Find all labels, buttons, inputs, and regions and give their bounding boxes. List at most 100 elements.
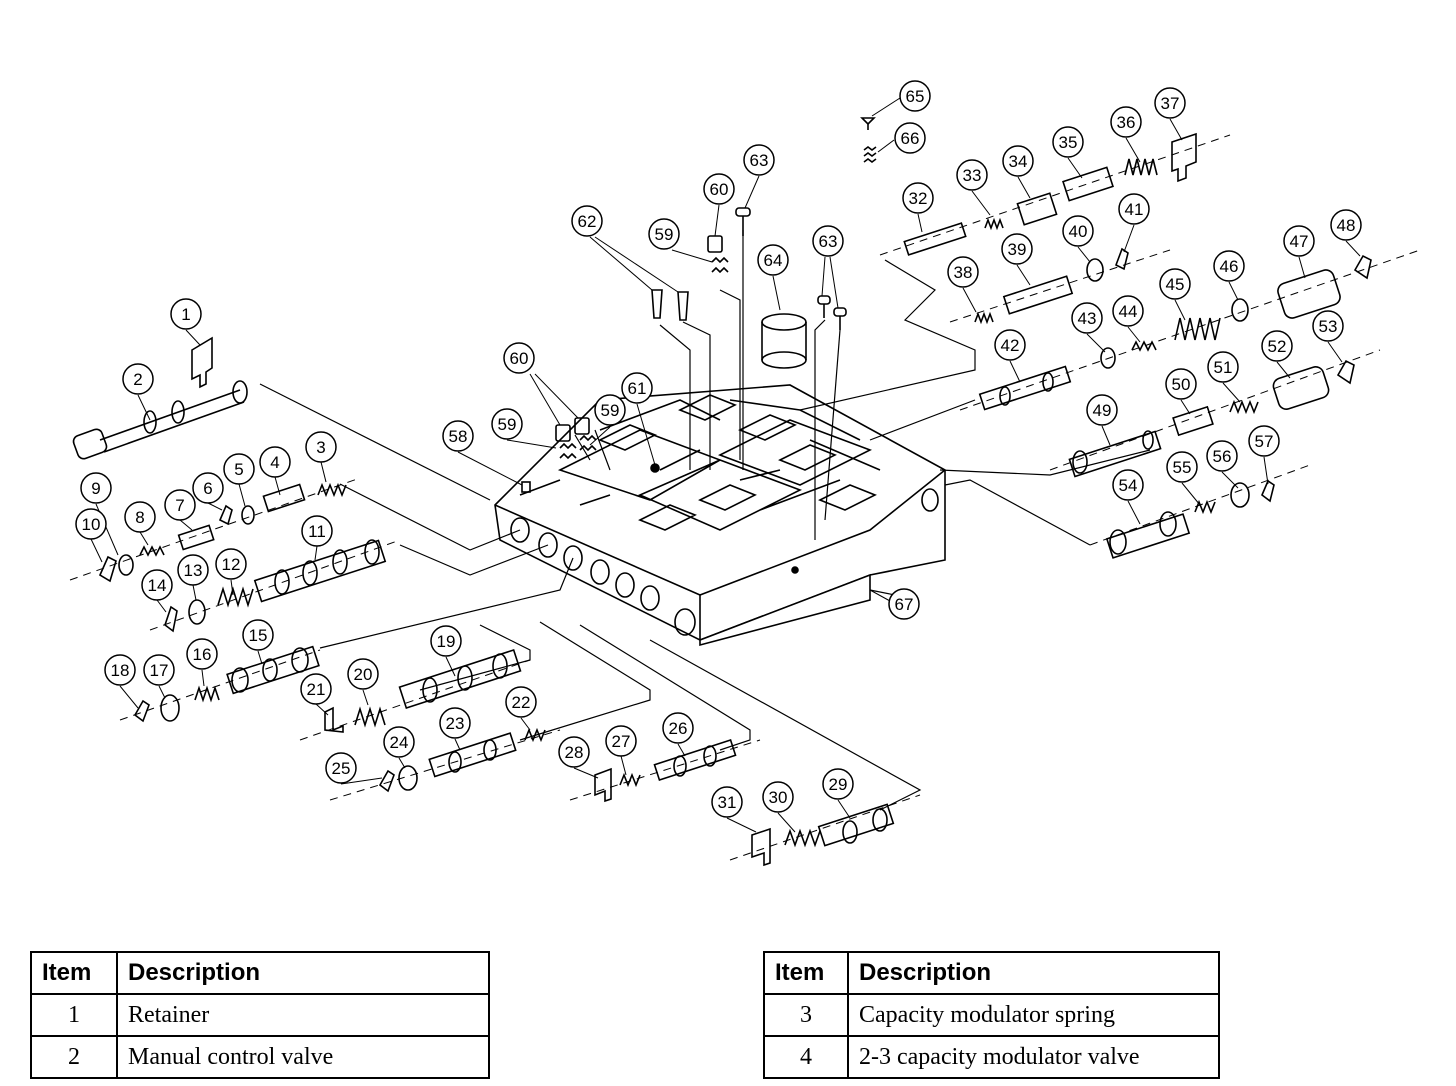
item-number: 3 bbox=[763, 993, 849, 1037]
svg-text:63: 63 bbox=[819, 232, 838, 251]
callout-63: 63 bbox=[743, 144, 775, 176]
callout-21: 21 bbox=[300, 673, 332, 705]
svg-text:19: 19 bbox=[437, 632, 456, 651]
callout-leaders bbox=[90, 97, 1361, 833]
svg-text:9: 9 bbox=[91, 479, 100, 498]
callout-62: 62 bbox=[571, 205, 603, 237]
callout-42: 42 bbox=[994, 329, 1026, 361]
callout-58: 58 bbox=[442, 420, 474, 452]
callout-59-right: 59 bbox=[594, 394, 626, 426]
callout-54: 54 bbox=[1112, 469, 1144, 501]
callout-31: 31 bbox=[711, 786, 743, 818]
svg-text:21: 21 bbox=[307, 680, 326, 699]
svg-text:40: 40 bbox=[1069, 222, 1088, 241]
svg-text:58: 58 bbox=[449, 427, 468, 446]
svg-text:2: 2 bbox=[133, 370, 142, 389]
svg-text:59: 59 bbox=[498, 415, 517, 434]
callout-57: 57 bbox=[1248, 425, 1280, 457]
callout-63-right: 63 bbox=[812, 225, 844, 257]
callout-52: 52 bbox=[1261, 330, 1293, 362]
svg-text:12: 12 bbox=[222, 555, 241, 574]
callout-9: 9 bbox=[80, 472, 112, 504]
callout-11: 11 bbox=[301, 515, 333, 547]
svg-text:52: 52 bbox=[1268, 337, 1287, 356]
svg-text:54: 54 bbox=[1119, 476, 1138, 495]
parts-table-right: Item Description 3 Capacity modulator sp… bbox=[763, 951, 1220, 1079]
callout-60-upper: 60 bbox=[703, 173, 735, 205]
callout-55: 55 bbox=[1166, 451, 1198, 483]
valve-body bbox=[494, 384, 946, 647]
callout-2: 2 bbox=[122, 363, 154, 395]
svg-text:32: 32 bbox=[909, 189, 928, 208]
callout-46: 46 bbox=[1213, 250, 1245, 282]
svg-text:57: 57 bbox=[1255, 432, 1274, 451]
svg-text:46: 46 bbox=[1220, 257, 1239, 276]
svg-text:31: 31 bbox=[718, 793, 737, 812]
callout-23: 23 bbox=[439, 707, 471, 739]
svg-text:14: 14 bbox=[148, 576, 167, 595]
svg-text:11: 11 bbox=[308, 522, 326, 541]
callout-45: 45 bbox=[1159, 268, 1191, 300]
svg-text:8: 8 bbox=[135, 508, 144, 527]
svg-text:61: 61 bbox=[628, 379, 647, 398]
callout-59: 59 bbox=[491, 408, 523, 440]
svg-text:22: 22 bbox=[512, 693, 531, 712]
svg-text:37: 37 bbox=[1161, 94, 1180, 113]
callout-65: 65 bbox=[899, 80, 931, 112]
svg-text:64: 64 bbox=[764, 251, 783, 270]
table-row: 1 Retainer bbox=[30, 993, 490, 1037]
svg-text:67: 67 bbox=[895, 595, 914, 614]
svg-text:13: 13 bbox=[184, 561, 203, 580]
svg-text:44: 44 bbox=[1119, 302, 1138, 321]
svg-text:16: 16 bbox=[193, 645, 212, 664]
callout-5: 5 bbox=[223, 453, 255, 485]
svg-text:33: 33 bbox=[963, 166, 982, 185]
callout-4: 4 bbox=[259, 446, 291, 478]
callout-27: 27 bbox=[605, 725, 637, 757]
callout-43: 43 bbox=[1071, 302, 1103, 334]
svg-text:35: 35 bbox=[1059, 133, 1078, 152]
valve-parts bbox=[72, 117, 1372, 867]
svg-text:10: 10 bbox=[82, 515, 101, 534]
svg-text:50: 50 bbox=[1172, 375, 1191, 394]
callout-61: 61 bbox=[621, 372, 653, 404]
svg-text:25: 25 bbox=[332, 759, 351, 778]
callout-53: 53 bbox=[1312, 310, 1344, 342]
svg-text:48: 48 bbox=[1337, 216, 1356, 235]
svg-text:23: 23 bbox=[446, 714, 465, 733]
svg-text:4: 4 bbox=[270, 453, 279, 472]
callout-16: 16 bbox=[186, 638, 218, 670]
svg-text:53: 53 bbox=[1319, 317, 1338, 336]
callout-67: 67 bbox=[888, 588, 920, 620]
callout-39: 39 bbox=[1001, 233, 1033, 265]
svg-text:30: 30 bbox=[769, 788, 788, 807]
callout-64: 64 bbox=[757, 244, 789, 276]
table-header-row: Item Description bbox=[763, 951, 1220, 995]
svg-text:60: 60 bbox=[710, 180, 729, 199]
item-description: Retainer bbox=[116, 993, 490, 1037]
item-description: Manual control valve bbox=[116, 1035, 490, 1079]
svg-text:7: 7 bbox=[175, 496, 184, 515]
callout-7: 7 bbox=[164, 489, 196, 521]
callout-50: 50 bbox=[1165, 368, 1197, 400]
callout-60: 60 bbox=[503, 342, 535, 374]
callout-24: 24 bbox=[383, 726, 415, 758]
callout-8: 8 bbox=[124, 501, 156, 533]
callout-15: 15 bbox=[242, 619, 274, 651]
svg-text:56: 56 bbox=[1213, 447, 1232, 466]
svg-text:26: 26 bbox=[669, 719, 688, 738]
callout-49: 49 bbox=[1086, 394, 1118, 426]
svg-text:15: 15 bbox=[249, 626, 268, 645]
callout-10: 10 bbox=[75, 508, 107, 540]
svg-text:45: 45 bbox=[1166, 275, 1185, 294]
svg-text:65: 65 bbox=[906, 87, 925, 106]
callout-13: 13 bbox=[177, 554, 209, 586]
callout-35: 35 bbox=[1052, 126, 1084, 158]
svg-text:17: 17 bbox=[150, 661, 169, 680]
svg-text:62: 62 bbox=[578, 212, 597, 231]
callout-34: 34 bbox=[1002, 145, 1034, 177]
svg-text:29: 29 bbox=[829, 775, 848, 794]
callout-47: 47 bbox=[1283, 225, 1315, 257]
callout-30: 30 bbox=[762, 781, 794, 813]
svg-text:51: 51 bbox=[1214, 358, 1233, 377]
